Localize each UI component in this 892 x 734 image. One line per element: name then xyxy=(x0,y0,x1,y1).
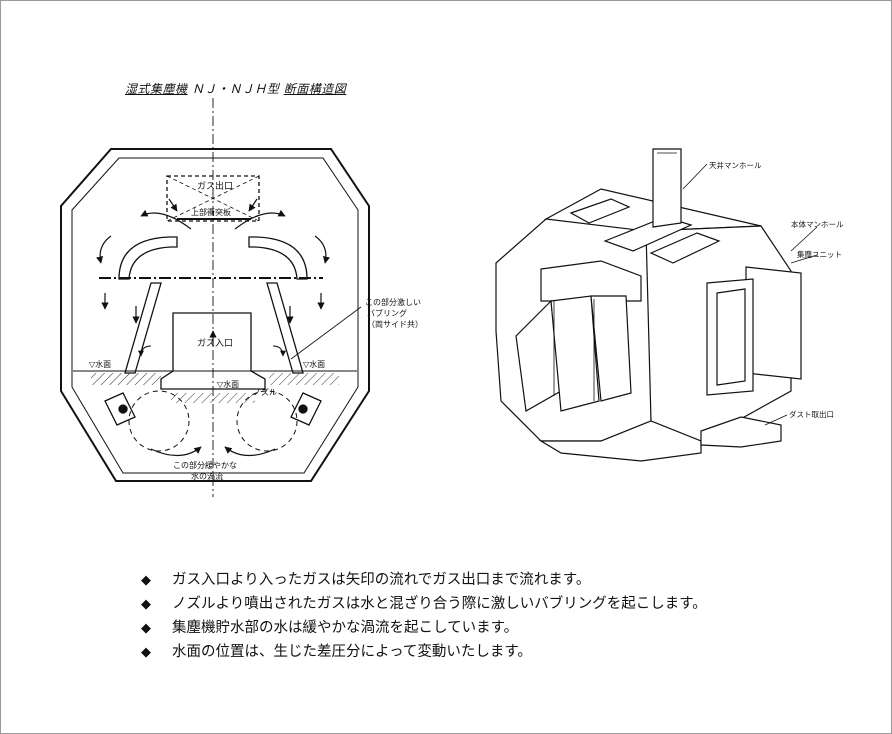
left-deflector xyxy=(118,236,178,280)
label-dust-outlet: ダスト取出口 xyxy=(789,409,834,419)
title-main: 湿式集塵機 xyxy=(125,82,188,96)
inner-shell xyxy=(71,157,359,474)
list-item: ◆ガス入口より入ったガスは矢印の流れでガス出口まで流れます。 xyxy=(141,568,841,592)
title-suffix: 断面構造図 xyxy=(283,82,347,96)
label-water-inner: ▽水面 xyxy=(217,379,239,389)
body-bottom xyxy=(538,420,702,462)
inner-plate-3 xyxy=(590,295,632,402)
label-water-left: ▽水面 xyxy=(89,359,111,369)
label-dust-unit: 集塵ユニット xyxy=(797,249,842,259)
section-labels: ガス出口 上部衝突板 ガス入口 この部分激しい バブリング （両サイド共） ▽水… xyxy=(89,180,423,481)
drawings: ガス出口 上部衝突板 ガス入口 この部分激しい バブリング （両サイド共） ▽水… xyxy=(60,98,844,497)
isometric-view xyxy=(495,148,818,462)
ceiling-hatch-2 xyxy=(603,216,693,252)
gas-outlet-box xyxy=(166,175,260,222)
label-water-right: ▽水面 xyxy=(303,359,325,369)
label-nozzle: ノズル xyxy=(253,387,277,397)
right-guide-plate xyxy=(266,282,304,374)
dust-outlet xyxy=(700,416,782,448)
right-vortex xyxy=(236,390,298,452)
left-guide-plate xyxy=(124,282,162,374)
label-body-manhole: 本体マンホール xyxy=(791,219,844,229)
diagram-title: 湿式集塵機 ＮＪ・ＮＪＨ型 断面構造図 xyxy=(125,80,346,97)
label-gas-inlet: ガス入口 xyxy=(197,338,233,349)
section-view xyxy=(60,98,370,497)
explanation-list: ◆ガス入口より入ったガスは矢印の流れでガス出口まで流れます。 ◆ノズルより噴出さ… xyxy=(141,568,841,664)
flow-arrows xyxy=(96,198,330,457)
label-ceiling-manhole: 天井マンホール xyxy=(709,160,762,170)
right-deflector xyxy=(248,236,308,280)
right-nozzle xyxy=(290,392,322,426)
bullet-diamond-icon: ◆ xyxy=(141,597,151,612)
inner-plate-2 xyxy=(550,295,600,412)
iso-labels: 天井マンホール 本体マンホール 集塵ユニット ダスト取出口 xyxy=(709,160,844,419)
left-nozzle xyxy=(104,392,136,426)
label-bubbling-1: この部分激しい xyxy=(365,297,421,307)
ceiling-manhole-cover xyxy=(652,148,682,228)
ceiling-hatch-3 xyxy=(649,232,721,264)
bullet-diamond-icon: ◆ xyxy=(141,573,151,588)
list-item: ◆水面の位置は、生じた差圧分によって変動いたします。 xyxy=(141,640,841,664)
title-model: ＮＪ・ＮＪＨ型 xyxy=(191,82,280,96)
label-top-baffle: 上部衝突板 xyxy=(191,207,231,217)
body-manhole-frame xyxy=(745,266,802,380)
inner-unit-top xyxy=(540,260,642,302)
list-item: ◆集塵機貯水部の水は緩やかな渦流を起こしています。 xyxy=(141,616,841,640)
outer-shell xyxy=(60,148,370,482)
label-bubbling-2: バブリング xyxy=(367,308,407,318)
label-bubbling-3: （両サイド共） xyxy=(367,320,423,329)
label-vortex-2: 水の渦流 xyxy=(191,471,223,481)
ceiling-hatch-1 xyxy=(569,198,631,224)
list-item: ◆ノズルより噴出されたガスは水と混ざり合う際に激しいバブリングを起こします。 xyxy=(141,592,841,616)
left-vortex xyxy=(128,390,190,452)
label-gas-outlet: ガス出口 xyxy=(197,180,233,192)
bullet-diamond-icon: ◆ xyxy=(141,621,151,636)
bullet-diamond-icon: ◆ xyxy=(141,645,151,660)
gas-inlet-duct xyxy=(160,312,266,390)
label-vortex-1: この部分緩やかな xyxy=(173,460,237,470)
